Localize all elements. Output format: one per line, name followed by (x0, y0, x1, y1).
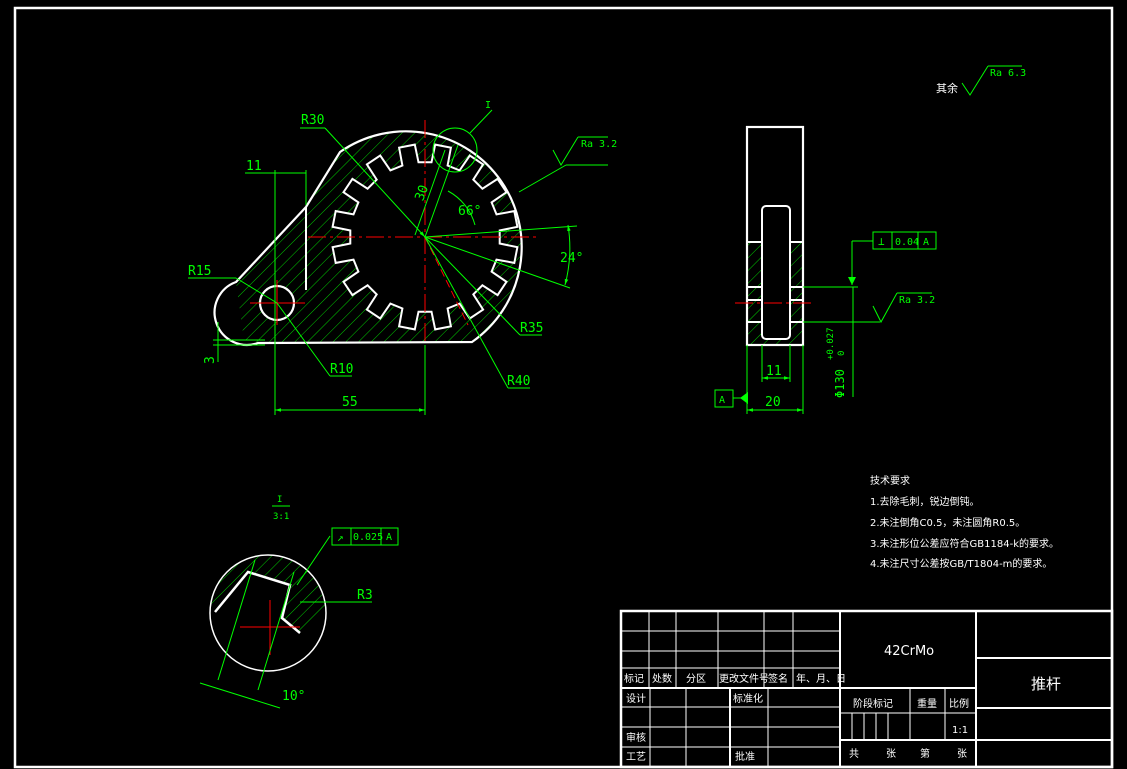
process-label: 工艺 (626, 751, 646, 763)
side-dim-20: 20 (765, 395, 781, 410)
check-label: 审核 (626, 731, 646, 744)
scale-label: 比例 (949, 697, 969, 710)
tech-req-item-4: 4.未注尺寸公差按GB/T1804-m的要求。 (870, 557, 1052, 570)
drawing-border (13, 6, 1114, 769)
page-unit: 张 (957, 748, 967, 760)
tech-req-item-3: 3.未注形位公差应符合GB1184-k的要求。 (870, 537, 1059, 550)
tech-req-title: 技术要求 (870, 474, 910, 487)
detail-view: I 3:1 R3 10° ↗ 0.025 A (199, 495, 399, 709)
hdr-date: 年、月、日 (796, 672, 846, 685)
ra-front: Ra 3.2 (581, 139, 617, 150)
runout-symbol: ↗ (337, 531, 344, 544)
dim-11: 11 (246, 159, 262, 174)
dim-24deg: 24° (560, 251, 583, 266)
bore-tol-lower: 0 (837, 351, 847, 356)
part-name: 推杆 (1031, 675, 1061, 693)
runout-value: 0.025 (353, 532, 383, 543)
perp-symbol: ⊥ (878, 235, 885, 248)
hdr-count: 处数 (652, 672, 672, 685)
weight-label: 重量 (917, 697, 937, 710)
dim-r15: R15 (188, 264, 211, 279)
dim-r30: R30 (301, 113, 324, 128)
hdr-mark: 标记 (624, 673, 644, 685)
title-block (619, 609, 1114, 769)
tooth-centerline (424, 236, 469, 326)
stage-mark-label: 阶段标记 (853, 697, 893, 710)
hdr-change-doc: 更改文件号 (719, 672, 769, 685)
side-view-outline (745, 125, 805, 347)
sheet-unit: 张 (886, 748, 896, 760)
bore-dim: Φ130 (833, 369, 847, 398)
front-view: R30 11 R15 3 R10 55 R35 R40 30 66° 24° I… (188, 100, 617, 415)
detail-scale: 3:1 (273, 512, 289, 522)
dim-30: 30 (413, 183, 432, 203)
title-block-text: 42CrMo 推杆 标记 处数 分区 更改文件号 签名 年、月、日 设计 标准化… (624, 644, 1061, 763)
dim-r35: R35 (520, 321, 543, 336)
detail-10deg: 10° (282, 689, 305, 704)
side-view: 11 20 Φ130 +0.027 0 ⊥ 0.04 A A Ra 3.2 其余… (714, 65, 1026, 414)
datum-a: A (719, 395, 725, 406)
dim-r40: R40 (507, 374, 530, 389)
page-label: 第 (920, 747, 930, 760)
detail-ref-label: I (485, 100, 491, 111)
hdr-zone: 分区 (686, 673, 706, 685)
general-roughness-label: 其余 (936, 81, 958, 95)
tech-req-item-2: 2.未注倒角C0.5，未注圆角R0.5。 (870, 516, 1025, 529)
perp-datum: A (923, 237, 929, 248)
ra-side: Ra 3.2 (899, 295, 935, 306)
side-dim-11: 11 (766, 364, 782, 379)
runout-datum: A (386, 532, 392, 543)
general-roughness-ra: Ra 6.3 (990, 68, 1026, 79)
dim-3: 3 (203, 356, 218, 364)
detail-r3: R3 (357, 588, 373, 603)
lever-outline (213, 130, 523, 346)
design-label: 设计 (626, 692, 646, 705)
technical-requirements: 技术要求 1.去除毛刺，锐边倒钝。 2.未注倒角C0.5，未注圆角R0.5。 3… (870, 474, 1059, 570)
detail-label: I (277, 495, 282, 505)
material: 42CrMo (884, 644, 934, 659)
approve-label: 批准 (735, 750, 755, 763)
dim-r10: R10 (330, 362, 353, 377)
scale-value: 1:1 (952, 725, 968, 736)
perp-value: 0.04 (895, 237, 919, 248)
front-dimensions (188, 109, 608, 415)
total-label: 共 (849, 748, 859, 760)
tech-req-item-1: 1.去除毛刺，锐边倒钝。 (870, 495, 980, 508)
standardization-label: 标准化 (733, 692, 763, 705)
bore-tol: +0.027 (826, 327, 836, 360)
hdr-signature: 签名 (768, 672, 788, 685)
dim-66deg: 66° (458, 204, 481, 219)
dim-55: 55 (342, 395, 358, 410)
